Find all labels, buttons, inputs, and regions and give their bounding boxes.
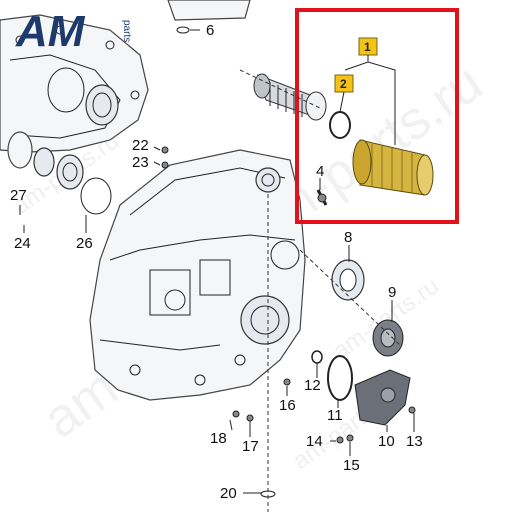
badge-2-label: 2 [340,77,347,91]
label-23: 23 [132,154,149,171]
label-10: 10 [378,433,395,450]
logo-sub: parts [121,20,132,42]
label-6: 6 [206,22,214,39]
leader-1 [339,55,396,145]
actuator-10 [354,369,411,426]
label-12: 12 [304,377,321,394]
badge-1-label: 1 [364,40,371,54]
am-parts-logo: AM parts [15,7,132,56]
logo-text: AM [15,7,86,56]
gearbox-housing [89,149,306,401]
left-seals [7,67,119,215]
label-11: 11 [327,407,343,424]
leader-lines [19,29,415,494]
label-9: 9 [388,284,396,301]
label-13: 13 [406,433,423,450]
label-17: 17 [242,438,259,455]
label-8: 8 [344,229,352,246]
badge-1: 1 [358,37,378,56]
label-16: 16 [279,397,296,414]
label-26: 26 [76,235,93,252]
filter-element [253,73,327,121]
label-4: 4 [316,163,324,180]
filter-housing-gold [352,139,434,196]
centerline-filter [239,69,321,109]
cover-9 [372,319,404,357]
label-22: 22 [132,137,149,154]
label-20: 20 [220,485,237,502]
seal-11 [327,355,353,401]
ring-12 [311,350,323,364]
part-labels: 6 4 8 9 12 11 10 13 14 15 16 17 18 20 22… [10,22,423,502]
top-cover [167,0,251,34]
o-ring [329,111,351,139]
label-24: 24 [14,235,31,252]
label-14: 14 [306,433,323,450]
label-18: 18 [210,430,227,447]
bolt-4 [316,189,328,206]
label-15: 15 [343,457,360,474]
badge-2: 2 [334,74,354,93]
seal-8 [331,259,365,301]
label-27: 27 [10,187,27,204]
centerline-right [299,249,401,346]
highlight-box [295,8,459,224]
